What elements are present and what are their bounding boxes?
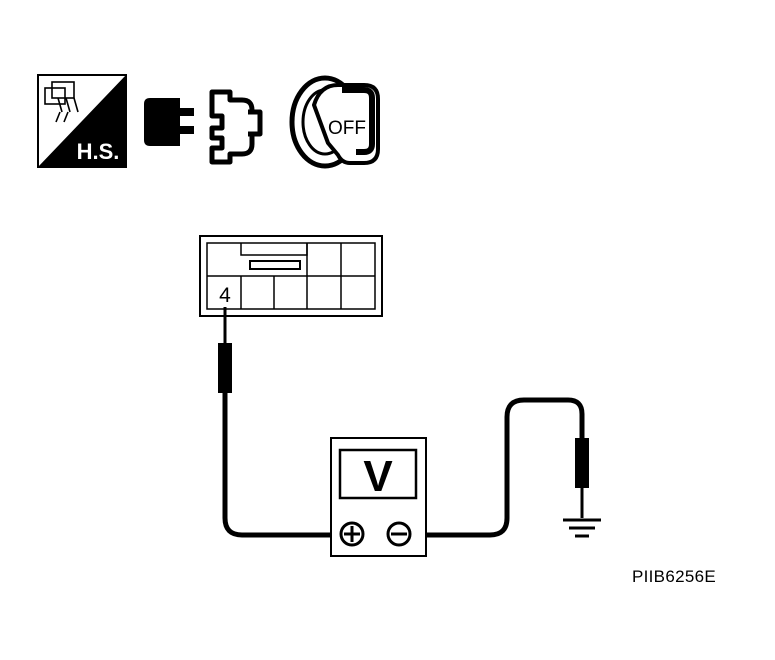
ground-symbol-icon [563, 518, 601, 538]
connector: 4 [199, 235, 383, 317]
negative-terminal [386, 521, 412, 547]
terminal-4-label: 4 [219, 284, 231, 307]
voltmeter-display: V [363, 452, 393, 501]
negative-probe [408, 397, 589, 538]
positive-terminal [339, 521, 365, 547]
voltmeter: V [330, 437, 427, 557]
ignition-off-label: OFF [328, 118, 366, 139]
harness-side-icon: H.S. [37, 74, 127, 168]
harness-side-label: H.S. [77, 139, 120, 164]
positive-probe [218, 307, 340, 538]
disconnect-connector-icon [144, 89, 263, 165]
ignition-off-icon: OFF [289, 75, 380, 169]
figure-reference-code: PIIB6256E [632, 567, 716, 586]
